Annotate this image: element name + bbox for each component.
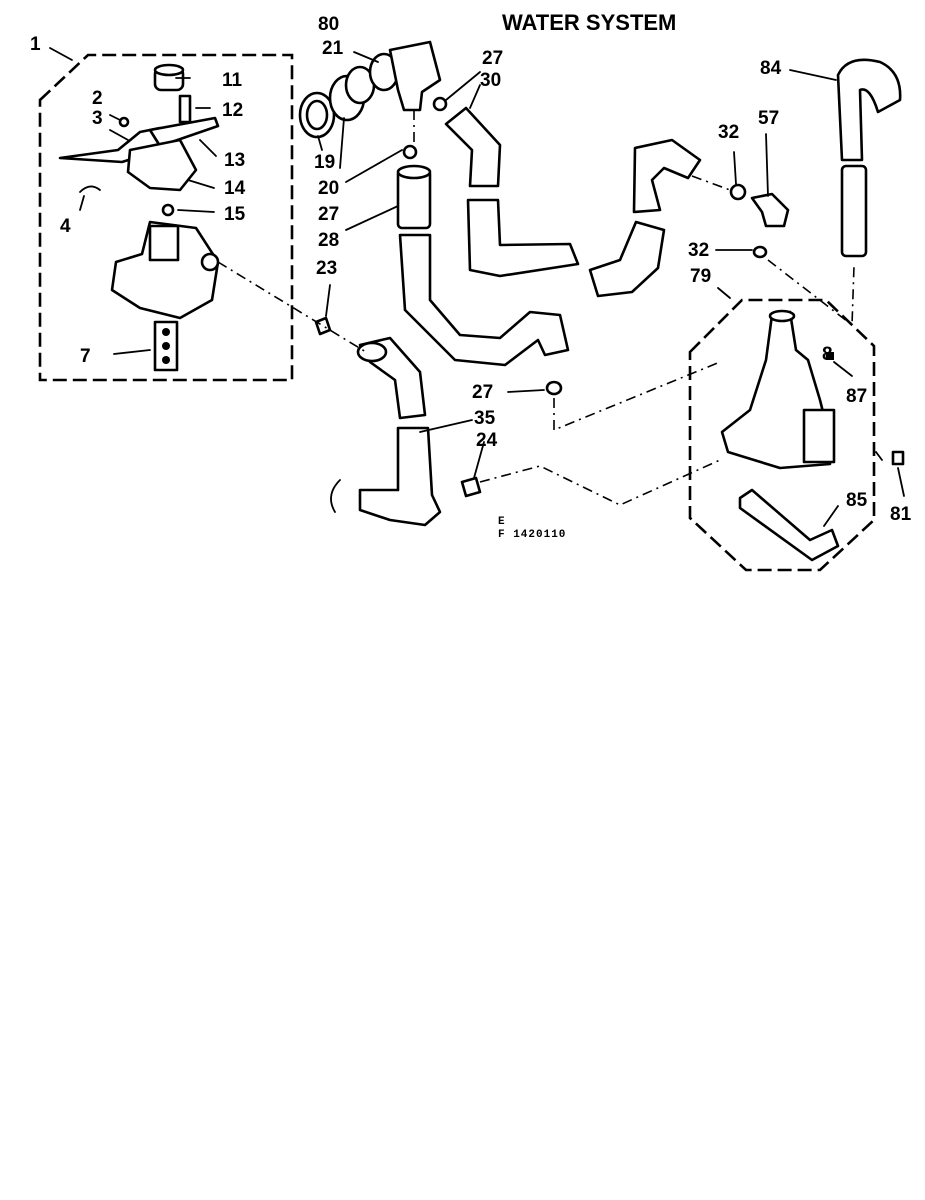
pump-frame-outline [688,298,876,572]
callout-30: 30 [480,70,501,91]
callout-27a: 27 [482,48,503,69]
callout-85: 85 [846,490,868,511]
callout-15: 15 [224,204,246,225]
figure-code-line1: E [498,516,506,528]
callout-3: 3 [92,108,103,129]
leader-lines [49,47,905,527]
callout-14: 14 [224,178,246,199]
callout-12: 12 [222,100,243,121]
assembly-frame-outline [38,53,294,382]
screw-part [118,116,130,128]
callout-4: 4 [60,216,71,237]
seal-dot [162,342,170,350]
clamp-27b [402,144,418,160]
callout-28: 28 [318,230,339,251]
housing-neck [148,224,180,262]
clamp-27c [545,380,563,396]
long-hose-part [398,233,570,367]
callout-81: 81 [890,504,912,525]
seal-dot [162,356,170,364]
pump-bracket [802,408,836,464]
hose-35-lower [358,426,442,527]
pump-base-group [688,298,905,572]
callout-27b: 27 [318,204,339,225]
drain-hose-84-lower [840,164,868,258]
clamp-24-part [460,476,482,498]
callout-57: 57 [758,108,779,129]
hose-30-upper [444,106,502,188]
clamp-27a [432,96,448,112]
callout-labels: 1 2 3 4 7 11 12 13 14 15 19 20 27 28 23 … [30,14,912,525]
clamp-32b [752,245,768,259]
pump-outlet [768,309,796,323]
clamp-32a [729,183,747,201]
callout-20: 20 [318,178,339,199]
figure-code-line2: F 1420110 [498,529,566,541]
callout-21: 21 [322,38,344,59]
hose-35-collar [356,341,388,363]
clamp-23-part [314,316,332,336]
callout-23: 23 [316,258,337,279]
elbow-57-part [750,192,790,228]
seal-dot [162,328,170,336]
clip-part [79,185,101,193]
arm-part [148,116,220,148]
drain-hose-84-upper [836,58,902,162]
callout-24: 24 [476,430,498,451]
washer-part [161,203,175,217]
spring-part [178,94,192,124]
callout-7: 7 [80,346,91,367]
callout-84: 84 [760,58,782,79]
pump-housing-part [110,220,220,320]
cap-top [153,63,185,77]
callout-11: 11 [222,70,243,91]
strap-85-part [738,488,840,562]
water-system-exploded-diagram: WATER SYSTEM [30,10,912,572]
seal-ring-19-inner [305,99,329,131]
callout-8: 8 [822,344,833,365]
nut-8-part [826,352,834,360]
valve-body-part [126,138,198,192]
callout-27c: 27 [472,382,493,403]
callout-79: 79 [690,266,711,287]
screw-81-part [891,450,905,466]
pump-hose-lower [588,220,666,298]
callout-13: 13 [224,150,245,171]
hose-30-lower [466,198,580,278]
elbow-fitting-part [388,40,442,112]
hose-outline-arc [330,479,341,513]
callout-1: 1 [30,34,41,55]
callout-87: 87 [846,386,867,407]
callout-80: 80 [318,14,339,35]
valve-assembly-group [38,53,294,382]
callout-32b: 32 [688,240,709,261]
diagram-title: WATER SYSTEM [502,10,676,35]
callout-35: 35 [474,408,496,429]
hose-group [298,40,902,527]
callout-32a: 32 [718,122,739,143]
housing-port [200,252,220,272]
callout-2: 2 [92,88,103,109]
callout-19: 19 [314,152,335,173]
straight-hose-28-end [396,164,432,180]
pump-hose-upper [632,138,702,214]
